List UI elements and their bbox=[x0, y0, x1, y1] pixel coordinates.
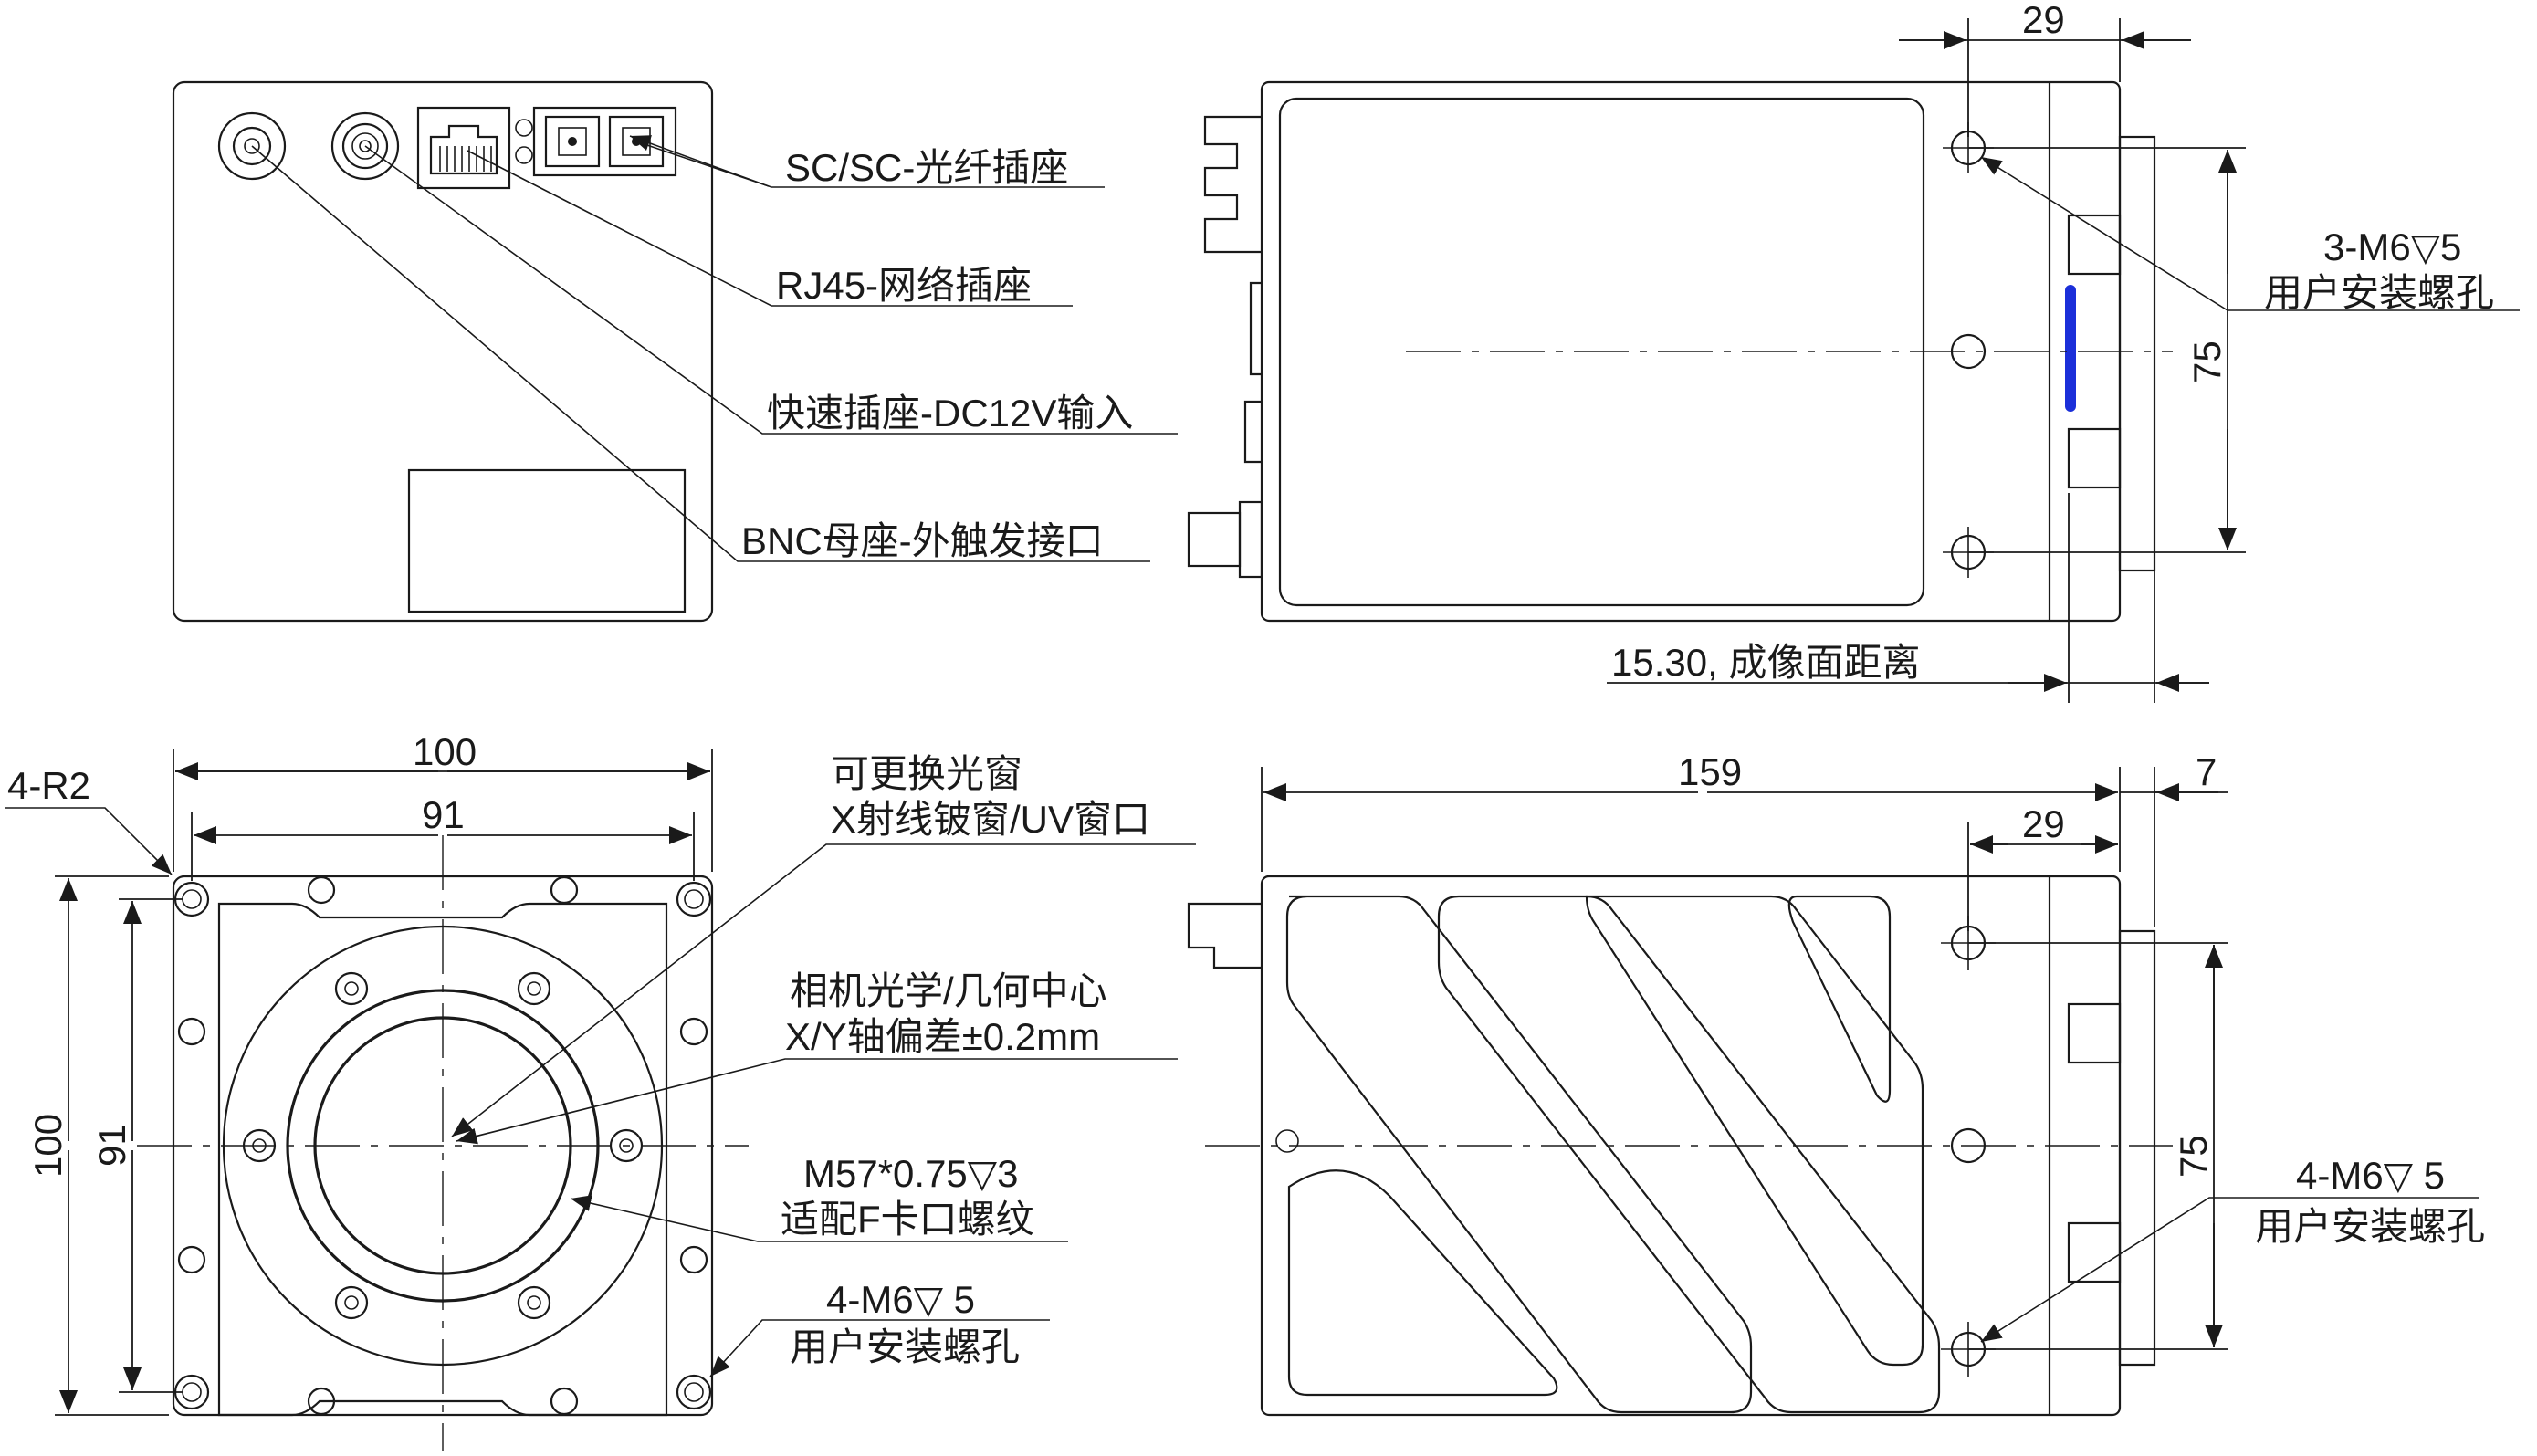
center-label-2: X/Y轴偏差±0.2mm bbox=[785, 1015, 1100, 1058]
focal-distance-label: 15.30, 成像面距离 bbox=[1611, 641, 1920, 684]
front-view: 100 91 100 91 4-R2 可更换光窗 X射线铍窗/UV窗口 相机光学… bbox=[5, 730, 1196, 1451]
dim-91-height: 91 bbox=[90, 1124, 133, 1167]
center-label-1: 相机光学/几何中心 bbox=[790, 969, 1107, 1012]
dim-7-offset: 7 bbox=[2196, 750, 2217, 793]
sc-fiber-label: SC/SC-光纤插座 bbox=[785, 146, 1068, 189]
dim-75-side: 75 bbox=[2172, 1135, 2215, 1178]
front-holes-label-2: 用户安装螺孔 bbox=[790, 1325, 1020, 1368]
side-holes-label-1: 4-M6▽ 5 bbox=[2296, 1154, 2445, 1197]
window-label-2: X射线铍窗/UV窗口 bbox=[831, 798, 1150, 841]
window-label-1: 可更换光窗 bbox=[831, 752, 1022, 795]
dim-100-height: 100 bbox=[26, 1114, 69, 1178]
corner-radius-label: 4-R2 bbox=[7, 764, 90, 807]
dim-75-top: 75 bbox=[2186, 340, 2228, 383]
dim-29-top: 29 bbox=[2022, 0, 2065, 41]
top-holes-label-2: 用户安装螺孔 bbox=[2264, 271, 2494, 314]
front-flange-outline bbox=[217, 902, 668, 1417]
dim-29-side: 29 bbox=[2022, 802, 2065, 845]
dc-input-label: 快速插座-DC12V输入 bbox=[767, 392, 1133, 435]
top-holes-label-1: 3-M6▽5 bbox=[2323, 225, 2461, 268]
cooling-fin-pockets bbox=[1275, 895, 1941, 1414]
side-view: 159 7 29 75 4-M6▽ 5 用户安装螺孔 bbox=[1187, 750, 2485, 1417]
rj45-port-icon bbox=[416, 106, 533, 190]
bnc-trigger-label: BNC母座-外触发接口 bbox=[741, 519, 1104, 562]
mount-label-1: M57*0.75▽3 bbox=[803, 1152, 1018, 1195]
dim-91-width: 91 bbox=[422, 793, 465, 836]
top-side-view: 29 75 3-M6▽5 用户安装螺孔 15.30, 成像面距离 bbox=[1187, 0, 2520, 703]
dim-159-length: 159 bbox=[1678, 750, 1742, 793]
front-holes-label-1: 4-M6▽ 5 bbox=[826, 1278, 975, 1321]
dim-100-width: 100 bbox=[413, 730, 477, 773]
side-holes-label-2: 用户安装螺孔 bbox=[2255, 1205, 2485, 1248]
rear-panel-outline bbox=[172, 80, 714, 623]
rj45-label: RJ45-网络插座 bbox=[776, 264, 1032, 307]
top-mount-holes bbox=[1950, 130, 1987, 571]
dc-connector-icon bbox=[330, 111, 400, 181]
bnc-connector-icon bbox=[217, 111, 287, 181]
rear-connectors-side bbox=[1187, 115, 1263, 579]
sc-fiber-port-icon bbox=[532, 106, 677, 177]
label-plate bbox=[407, 468, 687, 613]
rear-view: SC/SC-光纤插座 RJ45-网络插座 快速插座-DC12V输入 BNC母座-… bbox=[172, 80, 1178, 623]
mount-label-2: 适配F卡口螺纹 bbox=[781, 1198, 1034, 1241]
